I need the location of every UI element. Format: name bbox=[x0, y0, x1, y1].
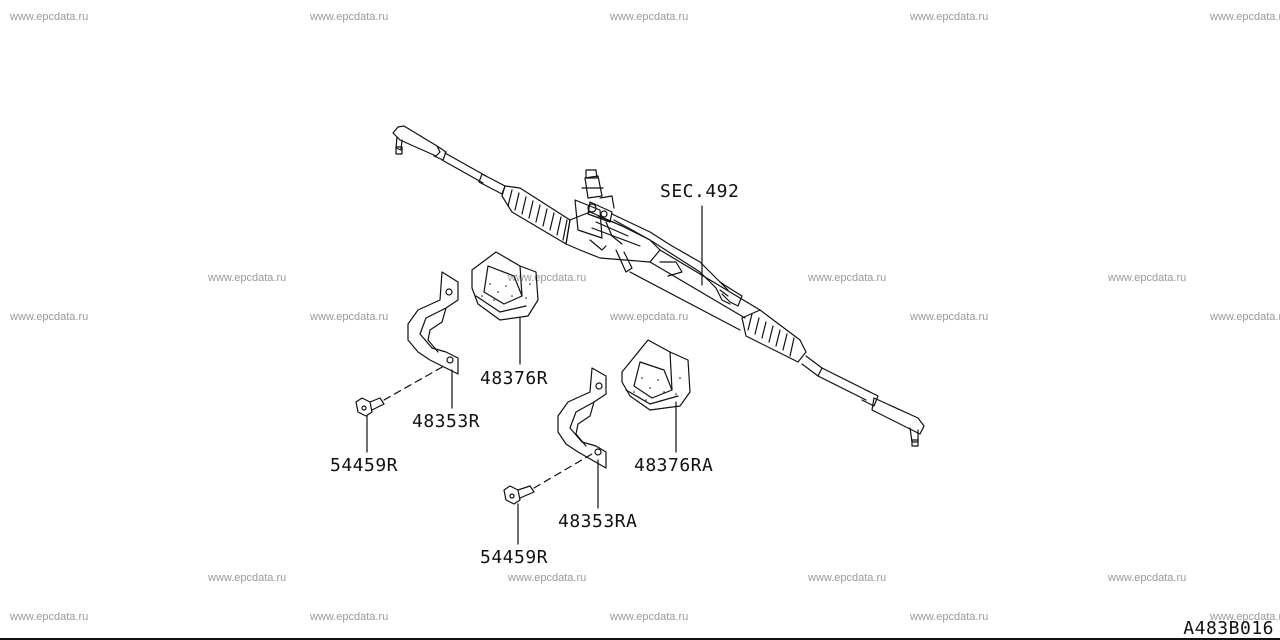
watermark: www.epcdata.ru bbox=[610, 311, 689, 323]
boot-left bbox=[501, 185, 571, 245]
mount-bracket-48353r bbox=[407, 271, 459, 375]
gear-housing bbox=[565, 169, 661, 273]
watermark: www.epcdata.ru bbox=[10, 311, 89, 323]
diagram-code: A483B016 bbox=[1183, 618, 1274, 639]
watermark: www.epcdata.ru bbox=[508, 572, 587, 584]
rack-tube bbox=[629, 249, 761, 331]
watermark: www.epcdata.ru bbox=[10, 11, 89, 23]
watermark: www.epcdata.ru bbox=[1108, 272, 1187, 284]
label-48376r: 48376R bbox=[480, 368, 549, 389]
insulator-48376r bbox=[471, 251, 539, 321]
tie-rod-end-left bbox=[392, 125, 447, 161]
watermark: www.epcdata.ru bbox=[208, 272, 287, 284]
boot-right bbox=[741, 309, 807, 363]
label-48353ra: 48353RA bbox=[558, 511, 638, 532]
watermark: www.epcdata.ru bbox=[1108, 572, 1187, 584]
tie-rod-left bbox=[441, 152, 506, 195]
label-sec-492: SEC.492 bbox=[660, 181, 740, 202]
watermark: www.epcdata.ru bbox=[808, 272, 887, 284]
mount-bracket-48353ra bbox=[557, 367, 607, 469]
watermark: www.epcdata.ru bbox=[208, 572, 287, 584]
label-48353r: 48353R bbox=[412, 411, 481, 432]
watermark: www.epcdata.ru bbox=[808, 572, 887, 584]
watermark: www.epcdata.ru bbox=[1210, 311, 1280, 323]
label-48376ra: 48376RA bbox=[634, 455, 714, 476]
watermark: www.epcdata.ru bbox=[508, 272, 587, 284]
watermark: www.epcdata.ru bbox=[610, 11, 689, 23]
bolt-dashed-line-lower bbox=[533, 453, 593, 489]
watermark: www.epcdata.ru bbox=[910, 311, 989, 323]
label-54459r-lower: 54459R bbox=[480, 547, 549, 568]
watermark: www.epcdata.ru bbox=[1210, 11, 1280, 23]
bolt-54459r-upper bbox=[355, 397, 385, 417]
watermark: www.epcdata.ru bbox=[610, 611, 689, 623]
watermark: www.epcdata.ru bbox=[310, 611, 389, 623]
watermark: www.epcdata.ru bbox=[910, 11, 989, 23]
watermark: www.epcdata.ru bbox=[1210, 611, 1280, 623]
tie-rod-end-right bbox=[871, 397, 925, 447]
insulator-48376ra bbox=[621, 339, 691, 411]
frame-bottom-line bbox=[0, 638, 1280, 640]
tie-rod-right bbox=[801, 355, 879, 407]
bolt-dashed-line-upper bbox=[383, 365, 445, 401]
label-54459r-upper: 54459R bbox=[330, 455, 399, 476]
bolt-54459r-lower bbox=[503, 485, 535, 505]
watermark: www.epcdata.ru bbox=[310, 311, 389, 323]
watermark: www.epcdata.ru bbox=[910, 611, 989, 623]
watermark: www.epcdata.ru bbox=[310, 11, 389, 23]
watermark: www.epcdata.ru bbox=[10, 611, 89, 623]
